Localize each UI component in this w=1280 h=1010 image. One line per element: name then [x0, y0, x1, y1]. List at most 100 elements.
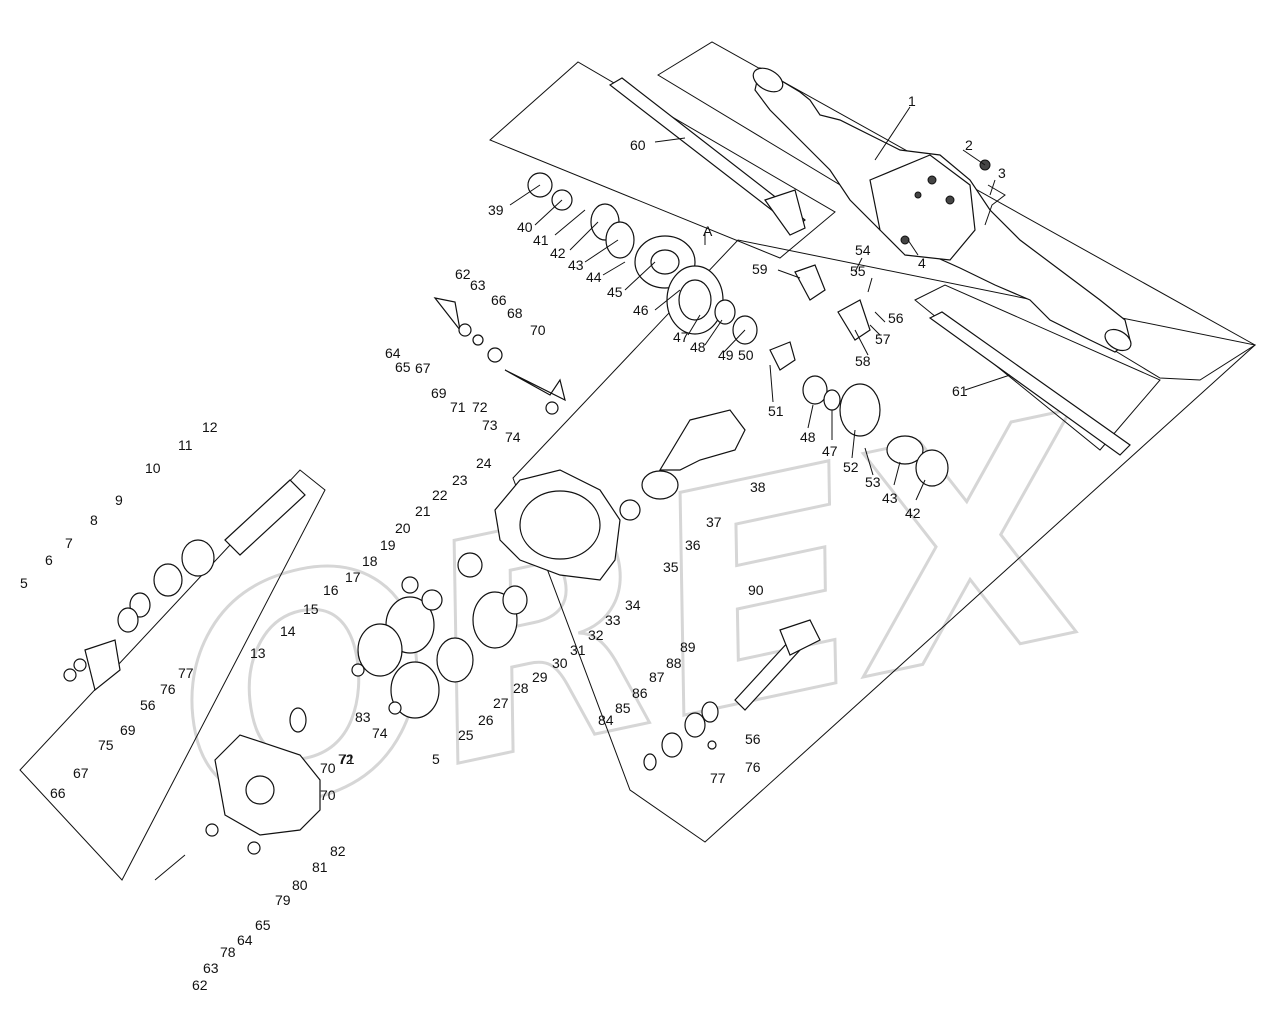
callout-label: 70 — [320, 787, 336, 803]
callout-label: 42 — [550, 245, 566, 261]
shift-fork-parts — [433, 297, 566, 415]
callout-label: 16 — [323, 582, 339, 598]
marker-a: A — [703, 223, 713, 239]
callout-label: 20 — [395, 520, 411, 536]
callout-label: 74 — [372, 725, 388, 741]
callout-label: 58 — [855, 353, 871, 369]
callout-label: 56 — [745, 731, 761, 747]
callout-label: 87 — [649, 669, 665, 685]
callout-label: 86 — [632, 685, 648, 701]
callout-label: 38 — [750, 479, 766, 495]
callout-label: 47 — [673, 329, 689, 345]
callout-label: 70 — [320, 760, 336, 776]
callout-label: 62 — [455, 266, 471, 282]
callout-label: 41 — [533, 232, 549, 248]
callout-label: 36 — [685, 537, 701, 553]
callout-label: 39 — [488, 202, 504, 218]
frame-half-shaft-60 — [489, 61, 836, 259]
callout-label: 43 — [568, 257, 584, 273]
callout-label: 56 — [888, 310, 904, 326]
callout-label: 5 — [20, 575, 28, 591]
callout-label: 72 — [338, 751, 354, 767]
callout-label: 75 — [98, 737, 114, 753]
callout-label: 26 — [478, 712, 494, 728]
callout-label: 68 — [507, 305, 523, 321]
half-shaft-61 — [928, 311, 1131, 456]
callout-label: 46 — [633, 302, 649, 318]
callout-label: 76 — [160, 681, 176, 697]
callout-label: 48 — [800, 429, 816, 445]
callout-label: 74 — [505, 429, 521, 445]
callout-label: 69 — [120, 722, 136, 738]
callout-label: 10 — [145, 460, 161, 476]
callout-label: 1 — [908, 93, 916, 109]
callout-label: 25 — [458, 727, 474, 743]
callout-label: 61 — [952, 383, 968, 399]
callout-label: 71 — [339, 751, 355, 767]
callout-label: 67 — [73, 765, 89, 781]
frame-shaft-61 — [914, 284, 1161, 451]
half-shaft-60 — [608, 77, 806, 236]
callout-label: 24 — [476, 455, 492, 471]
callout-label: 77 — [710, 770, 726, 786]
callout-label: 19 — [380, 537, 396, 553]
callout-label: 15 — [303, 601, 319, 617]
callout-label: 70 — [530, 322, 546, 338]
callout-label: 12 — [202, 419, 218, 435]
callout-label: 21 — [415, 503, 431, 519]
callout-label: 50 — [738, 347, 754, 363]
callout-label: 66 — [50, 785, 66, 801]
side-cover-part — [154, 734, 321, 881]
callout-label: 78 — [220, 944, 236, 960]
callout-labels: 1 2 3 4 5 5 6 7 8 9 10 11 12 13 14 15 16… — [20, 93, 1006, 993]
carrier-housing-part — [494, 409, 746, 581]
callout-label: 90 — [748, 582, 764, 598]
callout-label: 63 — [470, 277, 486, 293]
callout-label: 3 — [998, 165, 1006, 181]
callout-label: 42 — [905, 505, 921, 521]
callout-label: 4 — [918, 255, 926, 271]
leader-lines — [509, 106, 1011, 501]
callout-label: 2 — [965, 137, 973, 153]
callout-label: 77 — [178, 665, 194, 681]
callout-label: 22 — [432, 487, 448, 503]
callout-label: 51 — [768, 403, 784, 419]
callout-label: 60 — [630, 137, 646, 153]
callout-label: 33 — [605, 612, 621, 628]
callout-label: 35 — [663, 559, 679, 575]
callout-label: 72 — [472, 399, 488, 415]
callout-label: 67 — [415, 360, 431, 376]
callout-label: 49 — [718, 347, 734, 363]
callout-label: 23 — [452, 472, 468, 488]
callout-label: 81 — [312, 859, 328, 875]
callout-label: 59 — [752, 261, 768, 277]
callout-label: 55 — [850, 263, 866, 279]
callout-label: 88 — [666, 655, 682, 671]
callout-label: 45 — [607, 284, 623, 300]
callout-label: 7 — [65, 535, 73, 551]
callout-label: 53 — [865, 474, 881, 490]
callout-label: 48 — [690, 339, 706, 355]
callout-label: 8 — [90, 512, 98, 528]
callout-label: 56 — [140, 697, 156, 713]
callout-label: 82 — [330, 843, 346, 859]
callout-label: 54 — [855, 242, 871, 258]
callout-label: 40 — [517, 219, 533, 235]
callout-label: 47 — [822, 443, 838, 459]
callout-label: 64 — [237, 932, 253, 948]
axle-housing-part — [752, 67, 1132, 353]
callout-label: 9 — [115, 492, 123, 508]
output-shaft-parts — [643, 619, 821, 771]
callout-label: 83 — [355, 709, 371, 725]
callout-label: 6 — [45, 552, 53, 568]
callout-label: 62 — [192, 977, 208, 993]
callout-label: 76 — [745, 759, 761, 775]
callout-label: 65 — [395, 359, 411, 375]
callout-label: 80 — [292, 877, 308, 893]
callout-label: 5 — [432, 751, 440, 767]
callout-label: 69 — [431, 385, 447, 401]
callout-label: 65 — [255, 917, 271, 933]
callout-label: 34 — [625, 597, 641, 613]
callout-label: 13 — [250, 645, 266, 661]
callout-label: 73 — [482, 417, 498, 433]
